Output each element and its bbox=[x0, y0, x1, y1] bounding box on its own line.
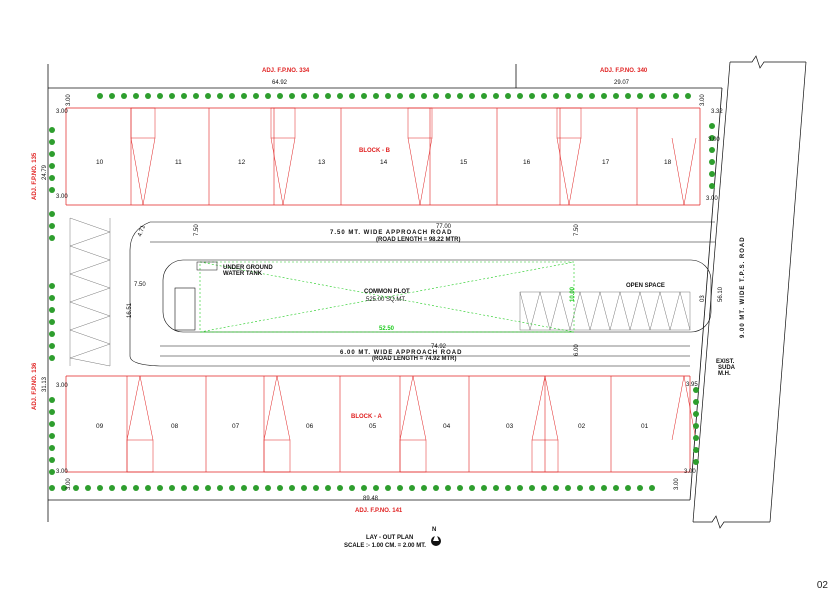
lower-road-length: (ROAD LENGTH = 74.92 MTR) bbox=[372, 356, 457, 362]
unit-number: 07 bbox=[232, 423, 240, 430]
unit-number: 15 bbox=[460, 159, 468, 166]
unit-number: 18 bbox=[664, 159, 672, 166]
block-b-stairs bbox=[130, 107, 697, 206]
unit-number: 10 bbox=[96, 159, 104, 166]
upper-road-length: (ROAD LENGTH = 98.22 MTR) bbox=[376, 237, 461, 243]
dim-common-plot-length: 52.50 bbox=[379, 326, 395, 332]
dim-top-left: 64.92 bbox=[272, 80, 288, 86]
water-tank-box bbox=[196, 261, 218, 271]
suda-label: SUDA bbox=[718, 365, 736, 371]
adj-bottom-label: ADJ. F.P.NO. 141 bbox=[355, 508, 403, 514]
tps-road-label: 9.00 MT. WIDE T.P.S. ROAD bbox=[740, 236, 746, 338]
unit-number: 05 bbox=[369, 423, 377, 430]
right-parking-hatch bbox=[519, 291, 691, 331]
unit-number: 06 bbox=[306, 423, 314, 430]
dim-corner: 4.71 bbox=[137, 224, 147, 238]
exist-label: EXIST. bbox=[716, 359, 735, 365]
dim-margin: 3.95 bbox=[686, 382, 698, 388]
unit-number: 09 bbox=[96, 423, 104, 430]
dim-margin: 3.00 bbox=[708, 137, 720, 143]
block-a-dividers bbox=[126, 376, 612, 472]
unit-number: 12 bbox=[238, 159, 246, 166]
block-a-label: BLOCK - A bbox=[351, 414, 382, 420]
unit-number: 16 bbox=[523, 159, 531, 166]
page-number: 02 bbox=[816, 580, 828, 591]
tree-row-top bbox=[97, 93, 691, 99]
unit-number: 11 bbox=[175, 159, 182, 166]
dim-margin: 3.00 bbox=[56, 109, 68, 115]
dim-margin: 3.00 bbox=[684, 469, 696, 475]
dim-margin: 3.00 bbox=[66, 94, 72, 106]
unit-number: 14 bbox=[380, 159, 388, 166]
tree-column-left bbox=[49, 127, 55, 475]
block-b-dividers bbox=[130, 108, 638, 205]
dim-left-upper: 24.79 bbox=[42, 164, 48, 180]
adj-left-upper-label: ADJ. F.P.NO. 135 bbox=[32, 152, 38, 200]
dim-inner-height: 16.51 bbox=[127, 302, 133, 318]
dim-margin: 3.00 bbox=[700, 94, 706, 106]
upper-road-title: 7.50 MT. WIDE APPROACH ROAD bbox=[330, 230, 452, 236]
unit-number: 04 bbox=[443, 423, 451, 430]
dim-margin: 3.00 bbox=[706, 196, 718, 202]
lower-road-title: 6.00 MT. WIDE APPROACH ROAD bbox=[340, 350, 462, 356]
adj-top-left-label: ADJ. F.P.NO. 334 bbox=[262, 68, 310, 74]
setback-lines bbox=[65, 107, 701, 473]
dim-common-plot-width: 10.00 bbox=[570, 286, 576, 302]
left-parking-hatch bbox=[69, 217, 111, 367]
dim-margin: 3.00 bbox=[56, 469, 68, 475]
adj-top-right-label: ADJ. F.P.NO. 340 bbox=[600, 68, 648, 74]
dim-road-width-2: 7.50 bbox=[574, 224, 580, 236]
dim-lower-road-length: 74.92 bbox=[431, 344, 447, 350]
block-a-stairs bbox=[126, 375, 697, 473]
north-arrow-icon bbox=[433, 533, 439, 541]
unit-number: 08 bbox=[171, 423, 179, 430]
block-b-label: BLOCK - B bbox=[359, 148, 391, 154]
water-tank-label-2: WATER TANK bbox=[223, 271, 263, 277]
dim-upper-road-length: 77.00 bbox=[436, 224, 452, 230]
site-boundary bbox=[47, 64, 723, 522]
dim-margin: 3.32 bbox=[711, 109, 723, 115]
adj-left-lower-label: ADJ. F.P.NO. 136 bbox=[32, 362, 38, 410]
unit-number: 17 bbox=[602, 159, 610, 166]
dim-margin: 3.00 bbox=[674, 478, 680, 490]
tps-road-edges bbox=[692, 55, 807, 529]
block-b-units: 10 11 12 13 14 15 16 17 18 bbox=[96, 159, 672, 166]
dim-margin: 3.00 bbox=[56, 383, 68, 389]
block-a-units: 09 08 07 06 05 04 03 02 01 bbox=[96, 423, 649, 430]
north-arrow: N bbox=[431, 527, 441, 546]
unit-number: 01 bbox=[641, 423, 649, 430]
dim-margin: 3.00 bbox=[56, 194, 68, 200]
drawing-scale: SCALE :- 1.00 CM. = 2.00 MT. bbox=[344, 543, 426, 549]
mh-label: M.H. bbox=[718, 371, 731, 377]
dim-road-width-1: 7.50 bbox=[194, 224, 200, 236]
drawing-title: LAY - OUT PLAN bbox=[366, 535, 413, 541]
common-plot-area-label: 525.00 SQ.MT. bbox=[366, 297, 406, 303]
internal-roads bbox=[129, 221, 715, 367]
unit-number: 02 bbox=[578, 423, 586, 430]
dim-right-side: 56.10 bbox=[718, 286, 724, 302]
open-space-label: OPEN SPACE bbox=[626, 283, 665, 289]
unit-number: 13 bbox=[318, 159, 326, 166]
dim-bottom: 89.48 bbox=[363, 496, 379, 502]
unit-number: 03 bbox=[506, 423, 514, 430]
water-tank-label-1: UNDER GROUND bbox=[223, 265, 273, 271]
tree-column-right bbox=[693, 123, 715, 465]
dim-lower-road-width: 6.00 bbox=[574, 344, 580, 356]
dim-left-lower: 31.13 bbox=[42, 376, 48, 392]
dim-margin: 3.00 bbox=[66, 478, 72, 490]
tree-row-bottom bbox=[49, 485, 655, 491]
north-label: N bbox=[432, 527, 436, 533]
dim-right-width: 03 bbox=[700, 295, 706, 302]
dim-road-width-3: 7.50 bbox=[134, 282, 146, 288]
common-plot-area bbox=[199, 261, 575, 333]
common-plot-label: COMMON PLOT bbox=[364, 289, 410, 295]
dim-top-right: 29.07 bbox=[614, 80, 630, 86]
